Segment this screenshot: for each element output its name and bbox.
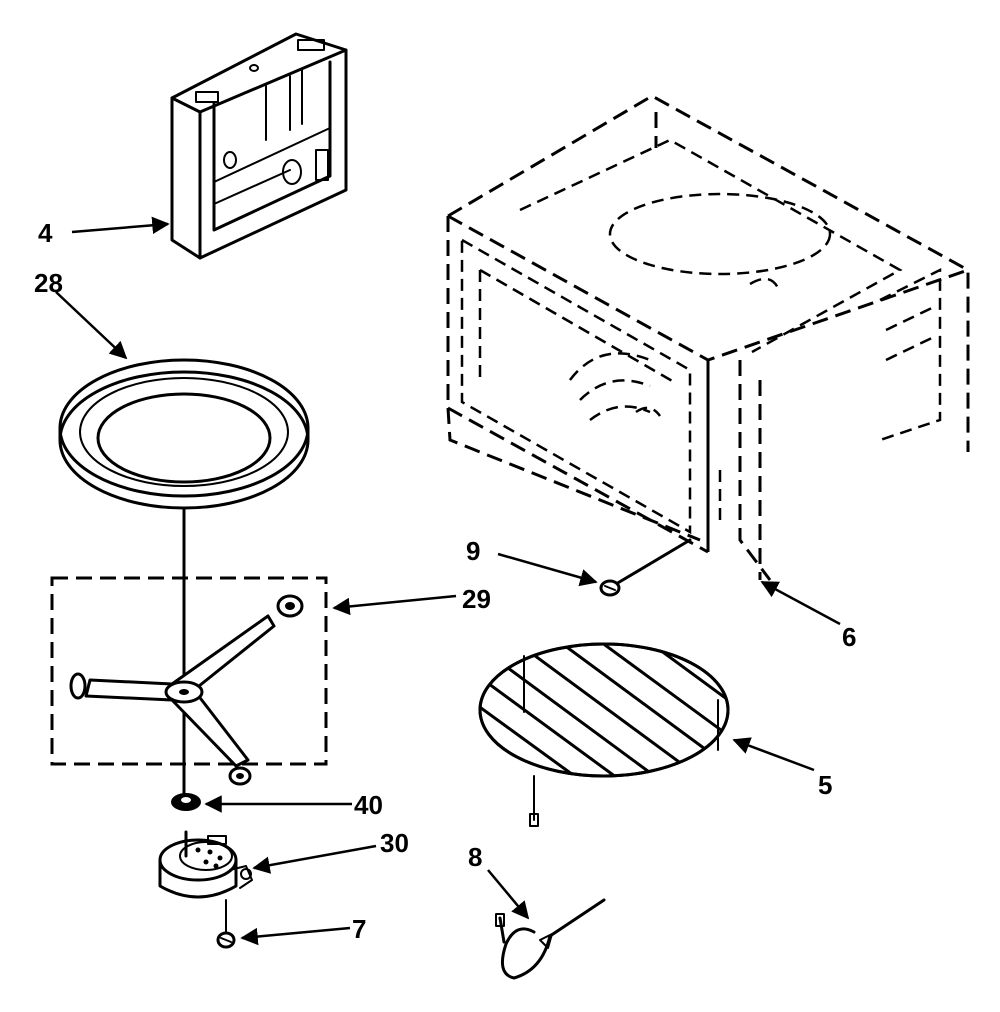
leader-29 xyxy=(332,594,457,616)
part-8-wire xyxy=(495,898,606,980)
callout-8: 8 xyxy=(468,842,482,872)
part-30-motor xyxy=(158,830,253,899)
callout-7: 7 xyxy=(352,914,366,944)
callout-40: 40 xyxy=(354,790,383,820)
callout-28: 28 xyxy=(34,268,63,298)
callout-5: 5 xyxy=(818,770,832,800)
leader-30 xyxy=(252,844,377,874)
leader-7 xyxy=(240,926,351,946)
leader-5 xyxy=(732,737,815,772)
callout-6: 6 xyxy=(842,622,856,652)
part-28-ring xyxy=(58,358,310,510)
part-9-screw xyxy=(599,538,692,597)
callout-30: 30 xyxy=(380,828,409,858)
part-29-roller-guide xyxy=(50,576,328,786)
callout-29: 29 xyxy=(462,584,491,614)
callout-9: 9 xyxy=(466,536,480,566)
leader-6 xyxy=(760,580,841,626)
leader-4 xyxy=(71,216,170,235)
part-40-washer xyxy=(171,793,201,811)
leader-9 xyxy=(497,552,598,587)
leader-28 xyxy=(55,291,128,360)
callout-4: 4 xyxy=(38,218,53,248)
part-4-bracket xyxy=(170,32,348,260)
part-5-rack xyxy=(478,642,730,827)
part-6-cavity xyxy=(446,94,970,581)
part-7-screw xyxy=(216,899,236,949)
leader-8 xyxy=(487,869,530,920)
